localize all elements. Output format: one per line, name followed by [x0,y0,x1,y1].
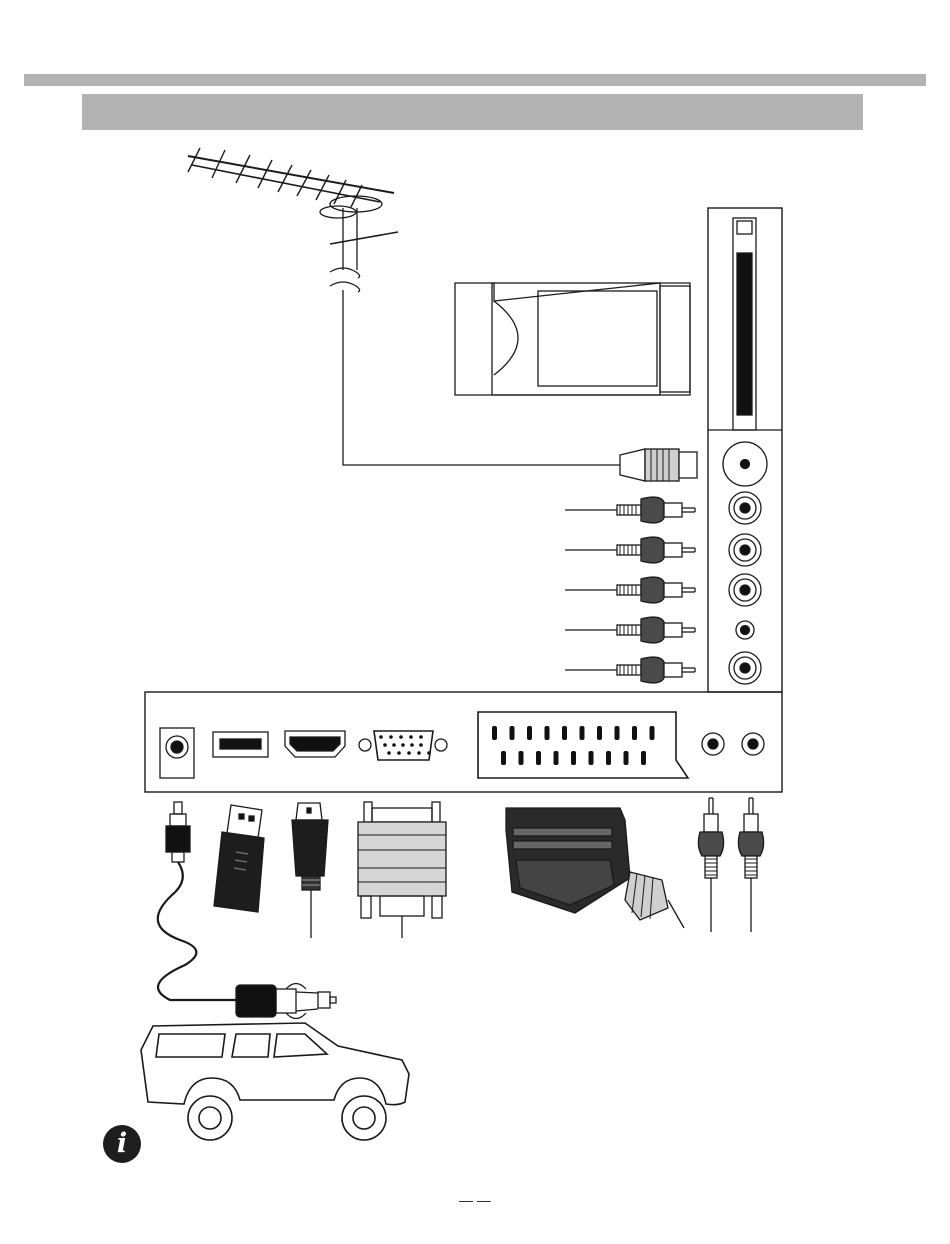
rca-jack [729,534,761,566]
usb-stick [214,805,264,912]
rca-plug [565,577,695,603]
rf-antenna-jack [723,442,767,486]
rca-jack [702,733,724,755]
hdmi-cable [292,803,328,938]
scart-port [478,712,688,778]
vga-port [359,731,447,760]
scart-cable [506,808,684,928]
mini-jack [736,621,754,639]
ci-module-card [455,283,690,395]
page-footer-marks: — — [0,1192,950,1208]
tv-antenna [188,148,398,292]
car [141,1023,409,1140]
rca-jack [729,574,761,606]
side-av-jacks [729,492,761,684]
vga-cable [358,802,446,938]
rf-connector-plug [620,449,697,481]
rca-cable [738,798,763,932]
bottom-panel [145,692,782,792]
rca-plug [565,657,695,683]
bottom-rca-plugs [698,798,763,932]
side-panel [708,208,782,692]
side-rca-plugs [565,497,695,683]
info-icon: i [103,1125,141,1163]
rca-jack [742,733,764,755]
rca-jack [729,492,761,524]
rca-cable [698,798,723,932]
rca-plug [565,537,695,563]
hdmi-port [285,731,345,757]
rca-plug [565,617,695,643]
ci-card-slot [733,218,756,430]
rca-jack [729,652,761,684]
rca-plug [565,497,695,523]
usb-port [213,732,268,757]
dc-power-port [160,728,194,778]
antenna-cable [343,290,620,465]
